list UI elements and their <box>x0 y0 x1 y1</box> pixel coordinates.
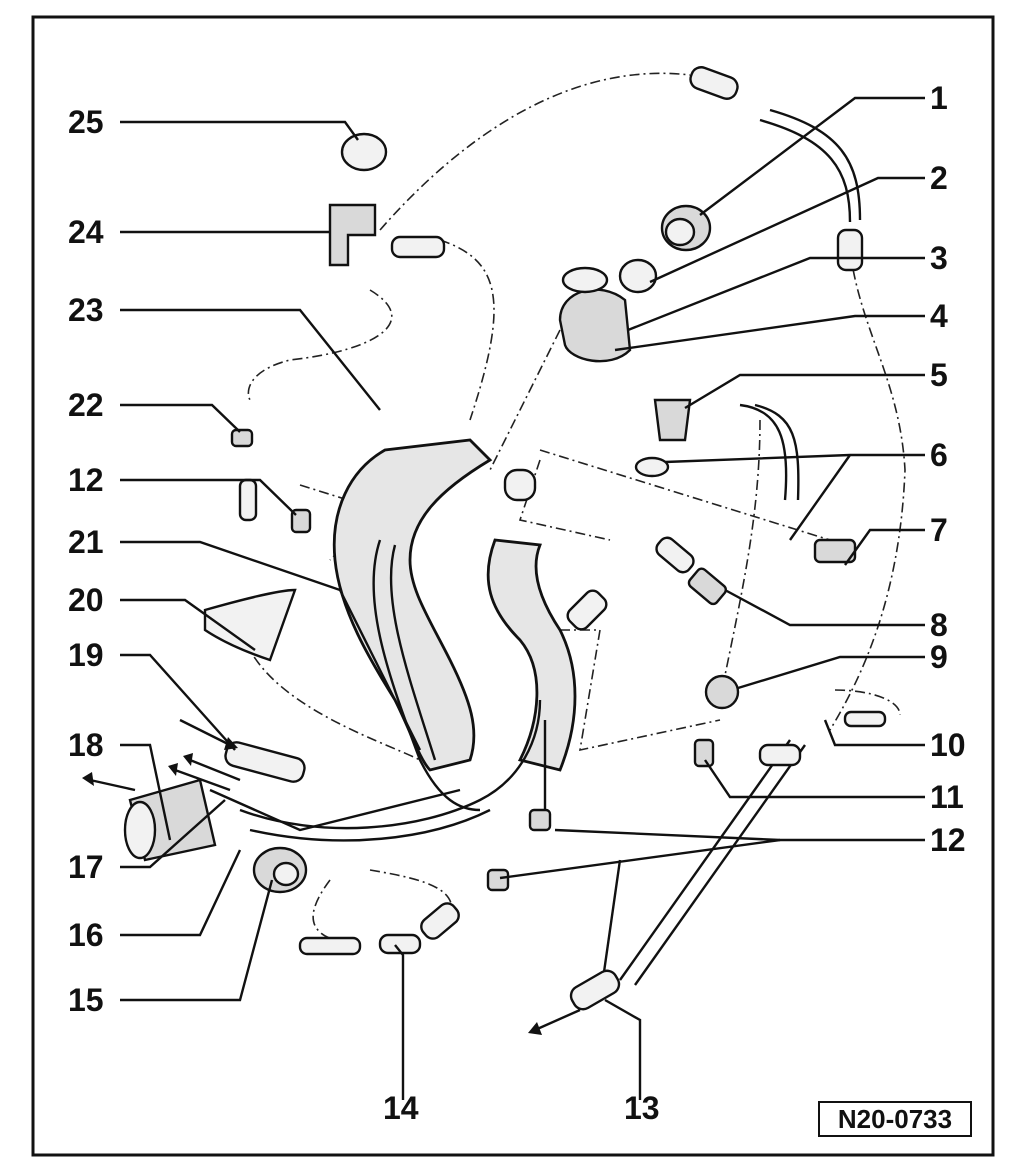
callout-13: 13 <box>624 1090 660 1126</box>
callout-12-left: 12 <box>68 462 104 498</box>
callout-2: 2 <box>930 160 948 196</box>
part-24-elbow <box>328 203 377 267</box>
small-fittings <box>238 66 864 956</box>
part-5-valve <box>653 398 692 442</box>
callout-9: 9 <box>930 639 948 675</box>
callout-22: 22 <box>68 387 104 423</box>
callout-20: 20 <box>68 582 104 618</box>
callout-5: 5 <box>930 357 948 393</box>
part-9-filter <box>704 674 740 710</box>
callout-17: 17 <box>68 849 104 885</box>
part-8-valve <box>687 567 728 606</box>
part-18-canister <box>123 778 217 862</box>
callout-19: 19 <box>68 637 104 673</box>
callout-25: 25 <box>68 104 104 140</box>
flow-arrows <box>82 718 581 1035</box>
part-1-cap <box>660 204 712 252</box>
part-25-cap <box>340 132 388 172</box>
figure-code-box: N20-0733 <box>818 1101 972 1137</box>
figure-border <box>31 15 995 1157</box>
fuel-filler-neck <box>332 438 577 772</box>
callout-21: 21 <box>68 524 104 560</box>
part-20-bracket <box>203 588 297 662</box>
callout-15: 15 <box>68 982 104 1018</box>
part-15-16-connector <box>252 846 308 894</box>
callout-4: 4 <box>930 298 948 334</box>
part-22-clip <box>230 428 254 448</box>
part-2-seal-ring <box>618 258 658 294</box>
part-13-sleeve <box>569 969 621 1011</box>
callout-11: 11 <box>930 779 964 815</box>
callout-14: 14 <box>383 1090 419 1126</box>
fuel-lines <box>209 108 862 1001</box>
part-19-fitting <box>224 741 306 783</box>
part-10-clip <box>843 710 887 728</box>
callout-12-right: 12 <box>930 822 966 858</box>
part-3-4-filler-cap <box>558 266 632 363</box>
callout-6: 6 <box>930 437 948 473</box>
callout-18: 18 <box>68 727 104 763</box>
callout-7: 7 <box>930 512 948 548</box>
callout-16: 16 <box>68 917 104 953</box>
part-6-o-ring <box>634 456 670 478</box>
callout-3: 3 <box>930 240 948 276</box>
callout-8: 8 <box>930 607 948 643</box>
callout-10: 10 <box>930 727 966 763</box>
part-11-valve <box>693 738 715 768</box>
callout-24: 24 <box>68 214 104 250</box>
callout-23: 23 <box>68 292 104 328</box>
callout-1: 1 <box>930 80 948 116</box>
leader-lines <box>120 96 925 1100</box>
